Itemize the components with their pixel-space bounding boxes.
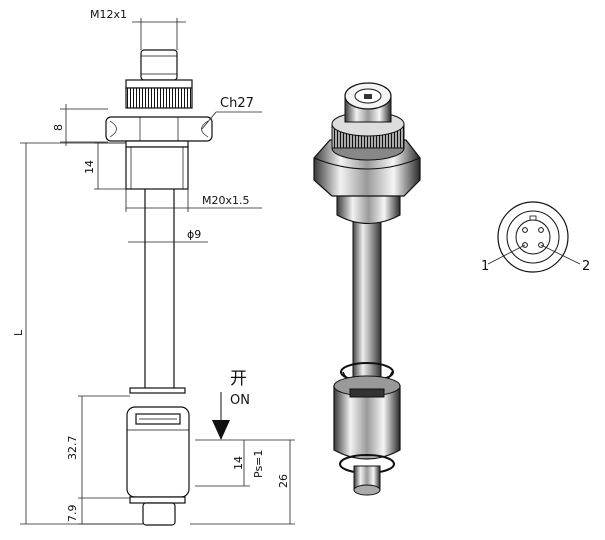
connector-pinout: 1 2 [481, 201, 590, 274]
label-thread-height: 14 [83, 160, 96, 174]
label-bottom-dim: 7.9 [66, 505, 79, 523]
nut-collar [125, 79, 193, 89]
label-switch-cn: 开 [230, 369, 247, 389]
hex-nut [105, 116, 213, 142]
label-float-dim: 32.7 [66, 436, 79, 461]
front-view: M12x1 8 14 Ch27 M20x1.5 ϕ9 L 32.7 [12, 8, 295, 526]
label-hex-height: 8 [52, 124, 65, 131]
bottom-end-cap [142, 502, 176, 526]
label-switch-en: ON [230, 393, 250, 408]
pin-dot [522, 227, 528, 233]
label-hex: Ch27 [220, 96, 254, 111]
connector-pin-face [515, 219, 551, 255]
label-pin-2: 2 [582, 259, 590, 274]
switch-arrow-head [212, 420, 230, 440]
label-ps-value: 14 [232, 456, 245, 470]
rod-3d [352, 204, 382, 406]
knurled-nut [125, 87, 193, 109]
thread-collar [125, 140, 189, 148]
thread-body [125, 146, 189, 190]
label-length: L [12, 329, 25, 336]
top-connector [140, 49, 178, 81]
label-bottom-total: 26 [277, 474, 290, 488]
pin-dot [538, 227, 544, 233]
label-ps: Ps=1 [252, 450, 265, 478]
lower-clip [129, 496, 186, 504]
label-rod-diameter: ϕ9 [187, 228, 201, 241]
isometric-view [313, 82, 421, 496]
label-thread-top: M12x1 [90, 8, 127, 21]
label-pin-1: 1 [481, 259, 489, 274]
upper-clip [129, 387, 186, 394]
label-thread-main: M20x1.5 [202, 194, 250, 207]
